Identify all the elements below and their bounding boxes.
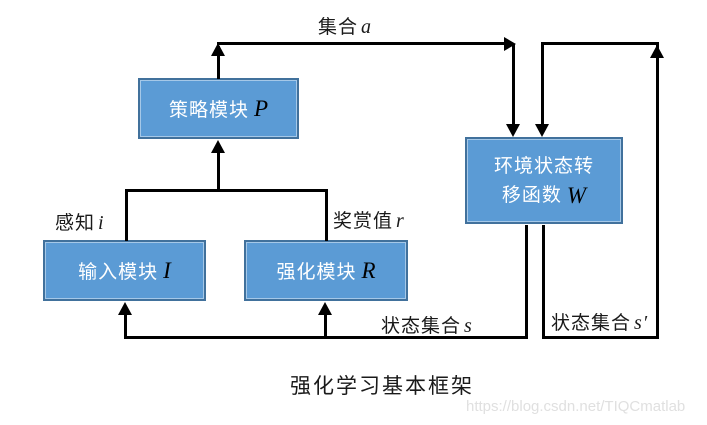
env-box-label-line1: 环境状态转 (493, 155, 594, 177)
reinforcement-module-label: 强化模块 (276, 262, 357, 283)
edge-env-state-out-line (525, 225, 528, 339)
input-module-label: 输入模块 (78, 262, 159, 283)
edge-junction-to-policy-line (217, 153, 220, 191)
reinforcement-module-letter: R (361, 258, 376, 283)
edge-policy-up-line (217, 46, 220, 79)
arrow-down-action-into-env-icon (506, 124, 520, 137)
arrow-up-policy-output-icon (211, 43, 225, 56)
arrow-up-next-state-icon (650, 45, 664, 58)
edge-next-state-into-env-line (541, 44, 544, 126)
edge-next-state-top-line (541, 42, 659, 45)
edge-next-state-bottom-line (542, 336, 659, 339)
policy-module-letter: P (253, 96, 269, 121)
input-module-letter: I (163, 258, 171, 283)
arrow-up-into-policy-icon (211, 140, 225, 153)
env-box-label-line2: 移函数 (501, 184, 562, 206)
edge-perception-vertical-line (125, 191, 128, 241)
edge-junction-horizontal-line (125, 189, 328, 192)
edge-action-into-env-line (512, 44, 515, 126)
edge-next-state-right-riser-line (656, 44, 659, 339)
edge-state-into-reinforce-line (324, 314, 327, 339)
edge-action-horizontal-line (217, 42, 509, 45)
edge-env-next-state-out-line (542, 225, 545, 339)
arrow-down-next-state-into-env-icon (535, 124, 549, 137)
watermark-url: https://blog.csdn.net/TIQCmatlab (466, 398, 686, 415)
edge-state-into-input-line (124, 314, 127, 339)
diagram-caption: 强化学习基本框架 (290, 374, 474, 398)
arrow-up-state-into-input-icon (118, 302, 132, 315)
edge-reward-vertical-line (325, 191, 328, 241)
arrow-up-state-into-reinforce-icon (318, 302, 332, 315)
policy-module-label: 策略模块 (168, 100, 249, 121)
env-box-letter: W (566, 182, 587, 208)
